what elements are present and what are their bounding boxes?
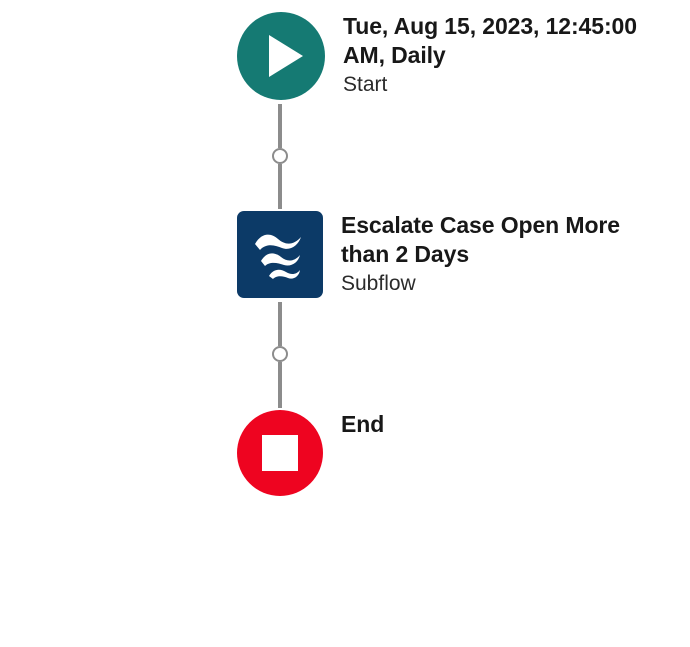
subflow-node-labels: Escalate Case Open More than 2 Days Subf…	[341, 211, 671, 298]
end-node-title: End	[341, 411, 385, 437]
subflow-node-title: Escalate Case Open More than 2 Days	[341, 212, 620, 267]
start-node-subtitle: Start	[343, 73, 388, 96]
stop-square-icon	[262, 435, 298, 471]
flow-node-subflow[interactable]: Escalate Case Open More than 2 Days Subf…	[237, 211, 671, 298]
start-node-labels: Tue, Aug 15, 2023, 12:45:00 AM, Daily St…	[343, 12, 673, 99]
end-node-shape[interactable]	[237, 410, 323, 496]
end-node-labels: End	[341, 410, 384, 439]
add-step-circle-icon-2[interactable]	[272, 346, 288, 362]
play-icon	[269, 35, 303, 77]
start-node-shape[interactable]	[237, 12, 325, 100]
flow-node-end[interactable]: End	[237, 410, 384, 496]
start-node-title: Tue, Aug 15, 2023, 12:45:00 AM, Daily	[343, 13, 637, 68]
connector-start-to-subflow-lower	[278, 164, 282, 209]
flow-node-start[interactable]: Tue, Aug 15, 2023, 12:45:00 AM, Daily St…	[237, 12, 673, 100]
connector-subflow-to-end-upper	[278, 302, 282, 346]
connector-subflow-to-end-lower	[278, 362, 282, 408]
add-step-circle-icon-1[interactable]	[272, 148, 288, 164]
start-node-circle[interactable]	[237, 12, 325, 100]
subflow-waves-icon	[255, 234, 301, 279]
connector-start-to-subflow-upper	[278, 104, 282, 148]
subflow-node-shape[interactable]	[237, 211, 323, 298]
end-node-circle[interactable]	[237, 410, 323, 496]
subflow-node-subtitle: Subflow	[341, 272, 416, 295]
subflow-node-square[interactable]	[237, 211, 323, 298]
